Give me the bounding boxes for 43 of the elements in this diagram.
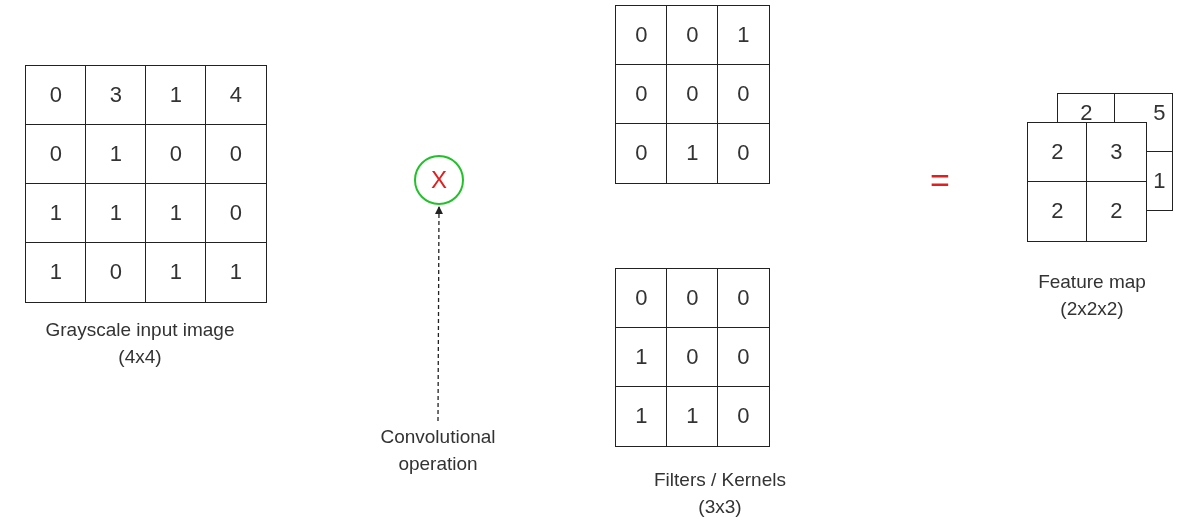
grid-cell: 0: [145, 124, 207, 185]
grid-cell: 3: [85, 65, 147, 126]
grid-cell: 0: [615, 123, 668, 184]
grid-cell: 0: [615, 5, 668, 66]
grid-cell: 0: [666, 64, 719, 125]
grid-cell: 0: [85, 242, 147, 303]
grid-cell: 1: [717, 5, 770, 66]
grid-cell: 0: [615, 268, 668, 329]
grid-cell: 0: [717, 64, 770, 125]
grid-cell: 0: [666, 327, 719, 388]
grid-cell: 1: [615, 386, 668, 447]
grid-cell: 0: [666, 5, 719, 66]
grid-cell: 0: [25, 124, 87, 185]
grid-cell: 2: [1027, 181, 1088, 242]
grid-cell: 4: [205, 65, 267, 126]
caption: Grayscale input image (4x4): [44, 318, 236, 369]
grid-cell: 0: [615, 64, 668, 125]
grid-cell: 1: [666, 386, 719, 447]
operator-circle: X: [414, 155, 464, 205]
grid-cell: 0: [717, 327, 770, 388]
grid-cell: 0: [717, 268, 770, 329]
grid-cell: 0: [717, 386, 770, 447]
grid-cell: 1: [666, 123, 719, 184]
grid-cell: 1: [145, 65, 207, 126]
arrow: [434, 206, 443, 422]
equals-sign: =: [929, 160, 951, 200]
caption: Filters / Kernels (3x3): [653, 468, 787, 519]
grid-cell: 2: [1086, 181, 1147, 242]
grid-cell: 1: [25, 242, 87, 303]
grid-cell: 1: [205, 242, 267, 303]
grid-cell: 1: [145, 242, 207, 303]
grid-cell: 1: [615, 327, 668, 388]
grid-cell: 0: [717, 123, 770, 184]
annotation-text: Convolutional operation: [353, 423, 523, 477]
grid-cell: 1: [145, 183, 207, 244]
grid-cell: 0: [205, 124, 267, 185]
grid-cell: 0: [25, 65, 87, 126]
grid-cell: 1: [25, 183, 87, 244]
grid-cell: 1: [85, 124, 147, 185]
grid-cell: 0: [666, 268, 719, 329]
grid-cell: 0: [205, 183, 267, 244]
grid-cell: 1: [85, 183, 147, 244]
caption: Feature map (2x2x2): [1037, 270, 1147, 321]
